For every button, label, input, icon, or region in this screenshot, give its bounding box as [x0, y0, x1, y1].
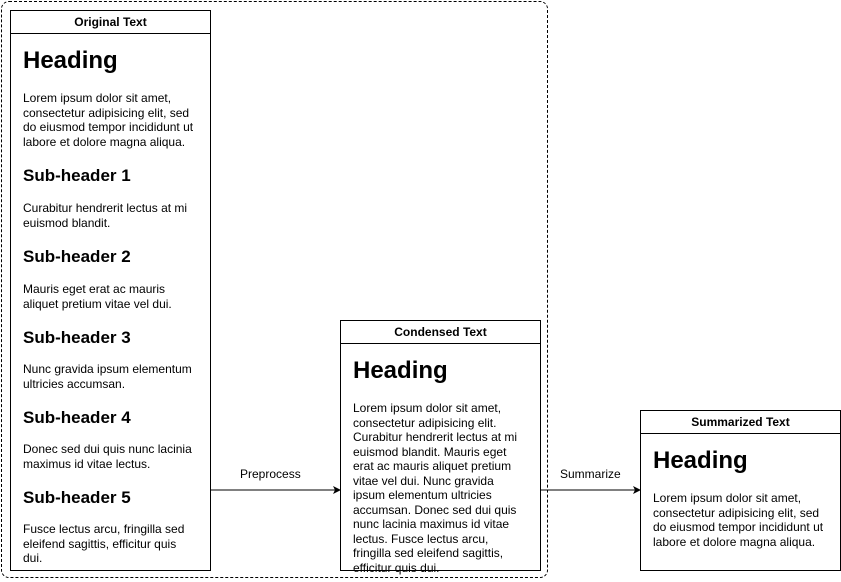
- condensed-heading: Heading: [353, 357, 448, 384]
- summarize-label: Summarize: [560, 467, 621, 481]
- original-section-4-text: Donec sed dui quis nunc lacinia maximus …: [23, 442, 192, 471]
- condensed-text-panel: Condensed Text Heading Lorem ipsum dolor…: [340, 320, 541, 575]
- original-section-3-text: Nunc gravida ipsum elementum ultricies a…: [23, 362, 192, 391]
- summarized-heading: Heading: [653, 447, 748, 474]
- summarized-text-body: Heading Lorem ipsum dolor sit amet, cons…: [641, 447, 840, 549]
- original-subheader-4: Sub-header 4: [23, 408, 131, 427]
- original-subheader-1: Sub-header 1: [23, 166, 131, 185]
- original-section-5-text: Fusce lectus arcu, fringilla sed eleifen…: [23, 522, 185, 565]
- pipeline-group-container: [1, 1, 548, 578]
- summarized-paragraph: Lorem ipsum dolor sit amet, consectetur …: [653, 491, 824, 549]
- original-text-panel: Original Text Heading Lorem ipsum dolor …: [10, 10, 211, 571]
- original-heading: Heading: [23, 47, 118, 74]
- original-intro-text: Lorem ipsum dolor sit amet, consectetur …: [23, 91, 194, 149]
- original-section-2-text: Mauris eget erat ac mauris aliquet preti…: [23, 282, 172, 311]
- preprocess-label: Preprocess: [240, 467, 301, 481]
- original-subheader-5: Sub-header 5: [23, 488, 131, 507]
- original-text-title: Original Text: [11, 11, 210, 34]
- condensed-text-title: Condensed Text: [341, 321, 540, 344]
- summarized-text-title: Summarized Text: [641, 411, 840, 434]
- condensed-paragraph: Lorem ipsum dolor sit amet, consectetur …: [353, 401, 518, 575]
- original-subheader-3: Sub-header 3: [23, 328, 131, 347]
- original-text-body: Heading Lorem ipsum dolor sit amet, cons…: [11, 47, 210, 566]
- original-section-1-text: Curabitur hendrerit lectus at mi euismod…: [23, 201, 188, 230]
- summarized-text-panel: Summarized Text Heading Lorem ipsum dolo…: [640, 410, 841, 571]
- original-subheader-2: Sub-header 2: [23, 247, 131, 266]
- condensed-text-body: Heading Lorem ipsum dolor sit amet, cons…: [341, 357, 540, 575]
